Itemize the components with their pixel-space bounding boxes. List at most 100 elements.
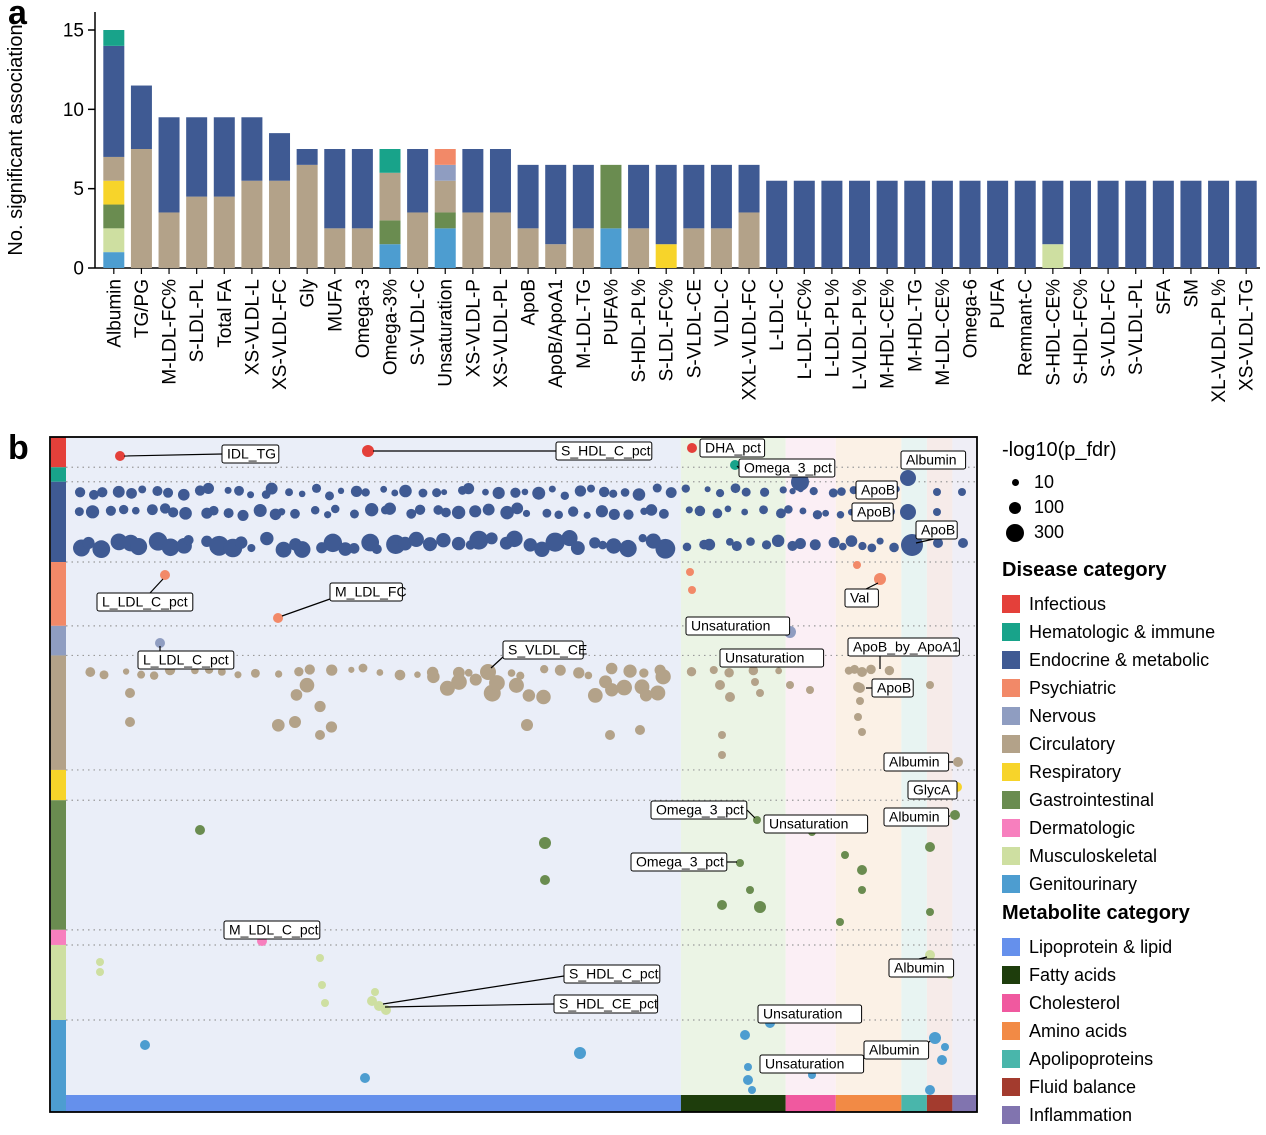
dot [85, 505, 100, 519]
dot [718, 751, 726, 759]
dot [299, 677, 315, 693]
legend-label: Amino acids [1029, 1020, 1128, 1041]
bar-segment [434, 149, 456, 165]
bar-segment [1014, 180, 1036, 268]
dot [715, 489, 725, 498]
dot [294, 666, 304, 677]
legend-label: Fluid balance [1029, 1076, 1137, 1097]
dot [779, 486, 787, 494]
bar-segment [379, 172, 401, 221]
dot [122, 668, 130, 675]
x-axis-label: VLDL-C [712, 279, 733, 347]
bar-segment [379, 220, 401, 245]
dot [137, 670, 146, 679]
x-axis-label: PUFA [988, 279, 1009, 329]
dot [469, 673, 482, 686]
dot [350, 485, 363, 498]
annotation-box [915, 520, 958, 540]
leader-line [382, 975, 565, 1005]
dot [507, 669, 516, 677]
dot [645, 504, 658, 516]
dot [744, 1063, 752, 1071]
x-axis-label: M-LDL-TG [574, 279, 595, 369]
x-axis-label: Total FA [215, 279, 236, 348]
dot [583, 511, 591, 519]
bar-segment [683, 228, 705, 268]
legend-swatch [1002, 847, 1020, 865]
annotation-box [555, 441, 653, 461]
dot [570, 541, 585, 556]
dot [469, 530, 489, 550]
size-legend-label: 300 [1034, 522, 1065, 542]
disease-strip-segment [51, 437, 66, 468]
x-axis-label: S-VLDL-PL [1126, 279, 1147, 375]
x-axis-label: XS-VLDL-P [463, 279, 484, 377]
dot [414, 671, 421, 678]
dot [900, 504, 916, 520]
dot [901, 534, 923, 556]
legend-item: Respiratory [1002, 758, 1264, 786]
legend-swatch [1002, 707, 1020, 725]
dot [616, 679, 632, 696]
y-tick-label: 5 [73, 179, 84, 200]
dot [731, 540, 742, 552]
dot [941, 1043, 949, 1051]
bar-segment [572, 164, 594, 229]
annotation-box [888, 958, 955, 978]
bar-segment [1152, 180, 1174, 268]
bar-segment [600, 228, 622, 268]
bar-segment [434, 164, 456, 181]
dot [125, 717, 135, 727]
legend-swatch [1002, 819, 1020, 837]
y-tick-label: 15 [63, 21, 84, 42]
dot [234, 485, 244, 496]
size-legend-item: 300 [1002, 520, 1264, 545]
dot [112, 485, 125, 498]
dot [289, 716, 301, 728]
dot [439, 680, 455, 696]
dot [900, 470, 916, 486]
x-axis-label: XS-VLDL-TG [1237, 279, 1258, 391]
dot [812, 510, 823, 520]
x-axis-label: L-VLDL-PL% [850, 279, 871, 390]
dot [361, 488, 370, 497]
annotation-label: Omega_3_pct [636, 854, 724, 870]
dot [522, 509, 531, 518]
dot [554, 510, 563, 520]
annotation-box [855, 480, 898, 500]
legend-swatch [1002, 875, 1020, 893]
dot [510, 487, 521, 498]
dot [462, 483, 475, 495]
dot [391, 489, 399, 497]
dot [573, 667, 585, 679]
dot [688, 586, 696, 594]
legend-label: Gastrointestinal [1029, 789, 1155, 810]
legend-item: Hematologic & immune [1002, 618, 1264, 646]
x-axis-label: TG/PG [132, 279, 153, 338]
legend-label: Apolipoproteins [1029, 1048, 1154, 1069]
dot [574, 485, 587, 497]
plot-border [49, 436, 978, 1113]
annotation-box [883, 752, 950, 772]
dot [394, 669, 406, 681]
y-tick-label: 10 [63, 100, 84, 121]
bar-segment [489, 149, 511, 213]
dot [587, 484, 596, 493]
bar-segment [1042, 244, 1064, 268]
dot [867, 543, 877, 553]
size-legend-item: 10 [1002, 470, 1264, 495]
x-axis-label: Unsaturation [436, 279, 457, 387]
dot [704, 486, 711, 493]
bar-segment [904, 180, 926, 268]
dot [293, 541, 311, 558]
bar-segment [103, 228, 125, 253]
dot [325, 491, 334, 501]
dot [130, 538, 148, 556]
dot [759, 505, 768, 515]
x-axis-label: XL-VLDL-PL% [1209, 279, 1230, 403]
dot [751, 678, 759, 686]
dot [730, 460, 740, 470]
dot [298, 490, 306, 498]
